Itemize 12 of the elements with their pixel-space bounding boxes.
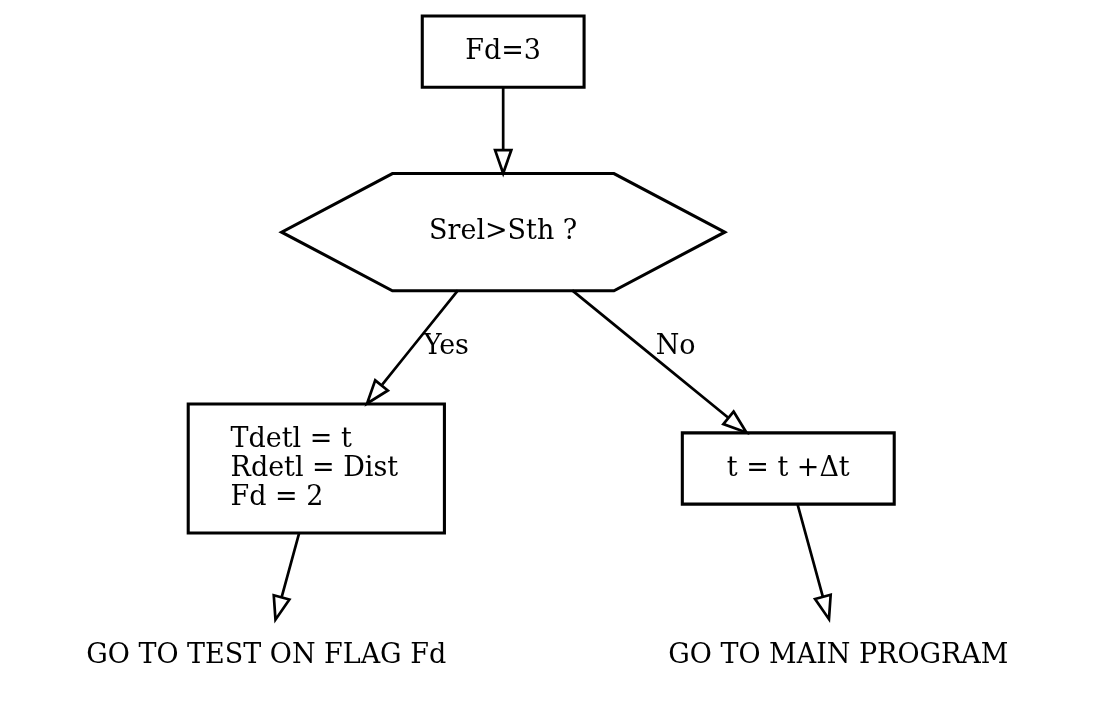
arrow <box>271 533 300 624</box>
arrow <box>795 504 832 624</box>
node-box: Fd=3 <box>420 14 586 89</box>
edge-label: No <box>655 329 695 361</box>
node-text: GO TO MAIN PROGRAM <box>667 637 1008 669</box>
arrow <box>570 289 750 436</box>
node-box: t = t +Δt <box>680 431 896 506</box>
arrow <box>492 87 513 178</box>
node-box: Tdetl = t Rdetl = Dist Fd = 2 <box>186 402 446 535</box>
node-text: GO TO TEST ON FLAG Fd <box>85 637 446 669</box>
edge-label: Yes <box>423 329 469 361</box>
arrow <box>364 289 459 407</box>
